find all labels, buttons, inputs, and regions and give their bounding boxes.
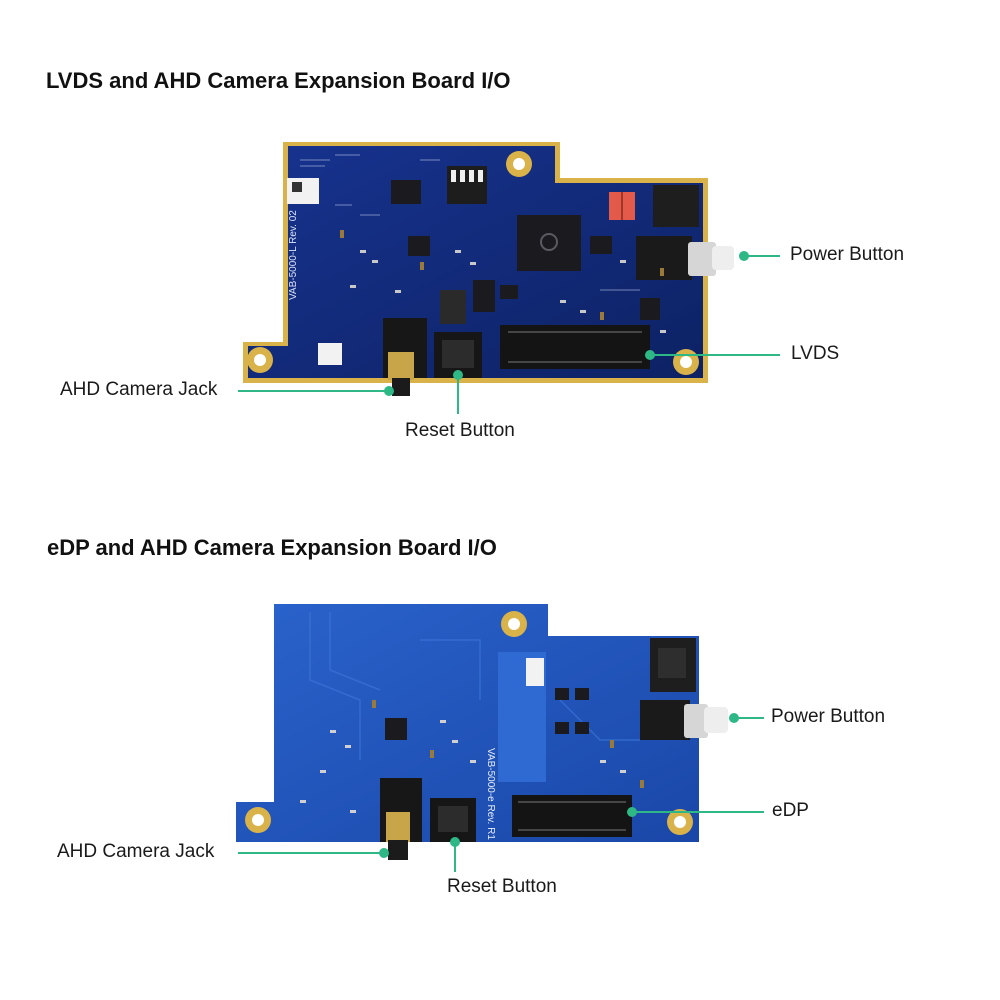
main-chip: [517, 215, 581, 271]
qr-label: [526, 658, 544, 686]
callout-lvds: LVDS: [791, 343, 840, 364]
callout-line-camera-2: [238, 848, 389, 858]
callout-line-power-1: [739, 251, 780, 261]
callout-line-power-2: [729, 713, 764, 723]
callout-edp: eDP: [772, 800, 809, 821]
callout-line-reset-1: [453, 370, 463, 414]
callout-line-camera-1: [238, 386, 394, 396]
edp-pcb: [236, 604, 699, 842]
callout-reset-button-1: Reset Button: [405, 420, 515, 441]
section-title-edp: eDP and AHD Camera Expansion Board I/O: [47, 535, 497, 560]
lvds-board: [243, 142, 734, 396]
callout-camera-jack-2: AHD Camera Jack: [57, 841, 215, 862]
qr-label: [287, 178, 319, 204]
callout-power-button-2: Power Button: [771, 706, 886, 727]
edp-board: [236, 604, 728, 860]
section-title-lvds: LVDS and AHD Camera Expansion Board I/O: [46, 68, 511, 93]
board-silkscreen-edp: VAB-5000-e Rev. R1: [485, 748, 496, 840]
callout-power-button-1: Power Button: [790, 244, 905, 265]
callout-line-reset-2: [450, 837, 460, 872]
qr-label: [318, 343, 342, 365]
callout-line-lvds: [645, 350, 780, 360]
callout-line-edp: [627, 807, 764, 817]
board-silkscreen-lvds: VAB-5000-L Rev. 02: [288, 210, 299, 300]
edp-connector: [512, 795, 632, 837]
callout-reset-button-2: Reset Button: [447, 876, 557, 897]
callout-camera-jack-1: AHD Camera Jack: [60, 379, 218, 400]
